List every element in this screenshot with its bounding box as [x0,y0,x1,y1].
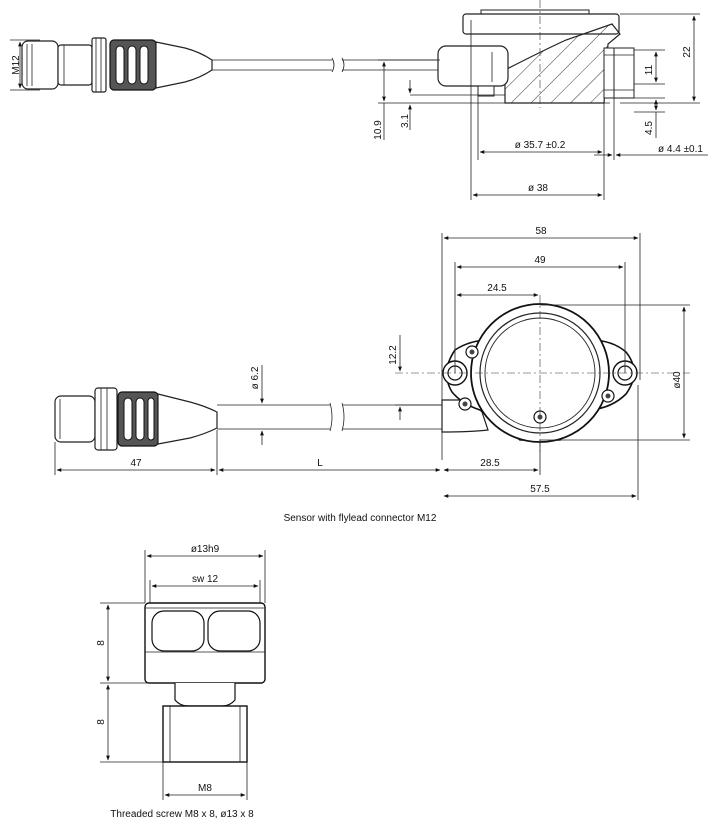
dim-28-5: 28.5 [480,458,500,469]
dim-13h9: ø13h9 [191,544,220,555]
top-view: 58 49 24.5 ø40 12.2 ø 6.2 47 L [54,226,690,524]
dim-58: 58 [535,226,547,237]
dim-8-top: 8 [96,640,107,646]
dim-L: L [317,458,323,469]
dim-8-bottom: 8 [96,719,107,725]
dim-40: ø40 [672,371,683,389]
dim-4-4: ø 4.4 ±0.1 [658,144,703,155]
m12-connector-side [21,37,213,93]
m8-dimensions: ø13h9 sw 12 8 8 M8 [96,544,266,800]
dim-6-2: ø 6.2 [250,366,261,389]
side-dimensions: M12 22 11 4.5 10.9 3.1 ø [10,13,708,200]
m12-connector-top [54,387,218,451]
dim-22: 22 [682,46,693,58]
dim-4-5: 4.5 [644,121,655,135]
caption-m12: Sensor with flylead connector M12 [284,513,437,524]
top-dimensions: 58 49 24.5 ø40 12.2 ø 6.2 47 L [54,226,690,500]
dim-24-5: 24.5 [487,283,507,294]
dim-m12-side: M12 [11,55,22,75]
side-view: M12 22 11 4.5 10.9 3.1 ø [10,0,708,200]
dim-sw12: sw 12 [192,574,219,585]
dim-47: 47 [130,458,142,469]
caption-m8: Threaded screw M8 x 8, ø13 x 8 [110,809,254,820]
dim-11: 11 [644,64,655,75]
dim-10-9: 10.9 [373,120,384,140]
m8-view: ø13h9 sw 12 8 8 M8 Threaded screw M8 x 8… [96,544,266,820]
dim-49: 49 [534,255,546,266]
dim-12-2: 12.2 [388,345,399,365]
dim-m8: M8 [198,783,212,794]
sensor-body-side [410,0,635,108]
dim-38: ø 38 [528,183,548,194]
sensor-body-top [395,295,690,452]
dim-35-7: ø 35.7 ±0.2 [515,140,566,151]
dim-57-5: 57.5 [530,484,550,495]
m8-connector-body [144,602,266,763]
dim-3-1: 3.1 [400,114,411,128]
